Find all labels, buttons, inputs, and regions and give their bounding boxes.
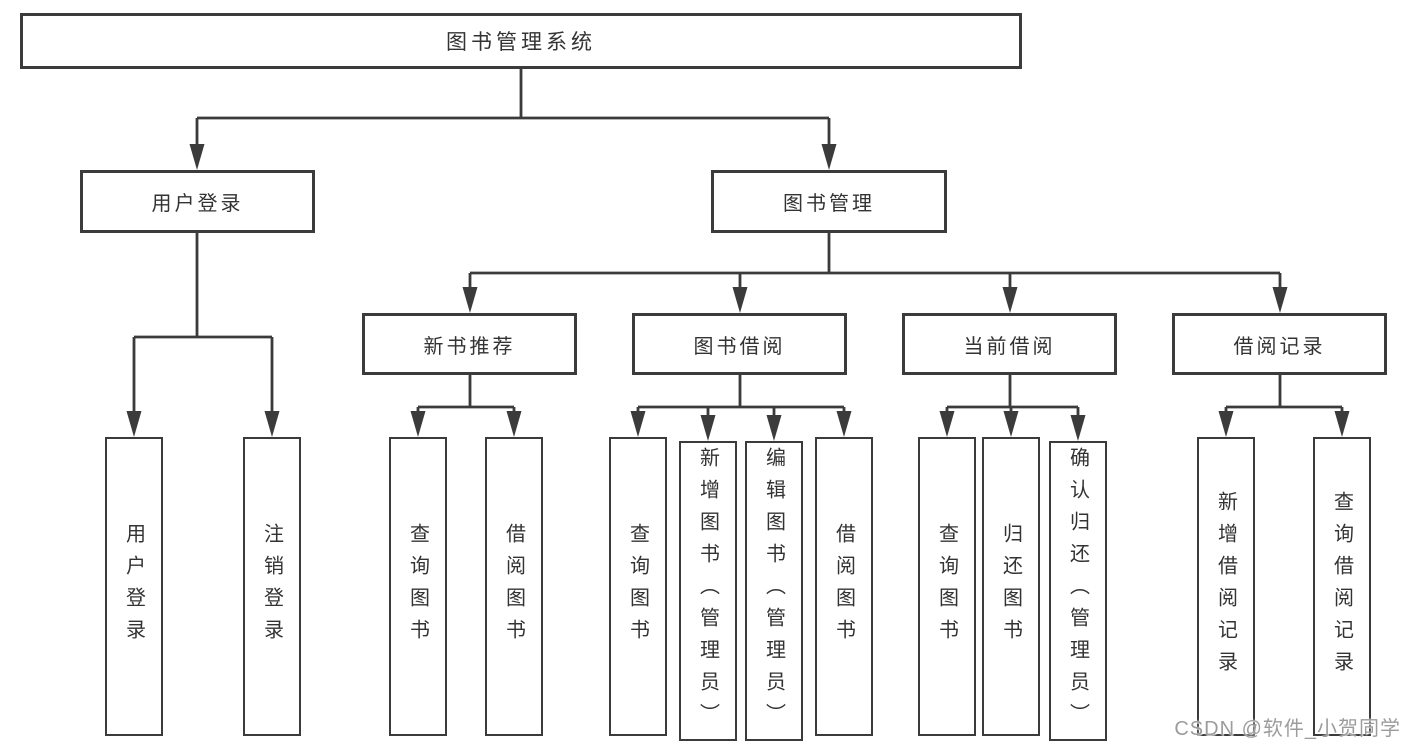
node-user-login-leaf: 用户登录 <box>105 437 163 736</box>
node-borrow-book-leaf: 借阅图书 <box>815 437 873 736</box>
arrowhead-icon <box>732 287 748 313</box>
arrowhead-icon <box>1003 411 1019 437</box>
arrowhead-icon <box>189 144 205 170</box>
node-label: 图书借阅 <box>693 335 786 358</box>
node-query-borrow-record-leaf: 查询借阅记录 <box>1313 437 1371 736</box>
node-label: 用户登录 <box>122 522 145 651</box>
arrowhead-icon <box>939 411 955 437</box>
arrowhead-icon <box>462 287 478 313</box>
csdn-watermark: CSDN @软件_小贺同学 <box>1174 718 1401 740</box>
node-label: 查询图书 <box>626 522 649 651</box>
arrowhead-icon <box>700 415 716 441</box>
arrowhead-icon <box>126 411 142 437</box>
arrowhead-icon <box>1334 411 1350 437</box>
node-label: 注销登录 <box>260 522 283 651</box>
arrowhead-icon <box>410 411 426 437</box>
arrowhead-icon <box>1070 415 1086 441</box>
arrowhead-icon <box>630 411 646 437</box>
node-label: 新增图书（管理员） <box>696 447 719 735</box>
node-label: 归还图书 <box>999 522 1022 651</box>
connector-lines <box>132 69 1344 419</box>
node-label: 图书管理 <box>783 193 875 215</box>
node-label: 借阅图书 <box>502 522 525 651</box>
arrowhead-icon <box>1002 287 1018 313</box>
arrowhead-icon <box>1218 411 1234 437</box>
node-current-borrowing: 当前借阅 <box>902 313 1117 375</box>
node-label: 借阅图书 <box>832 522 855 651</box>
node-book-borrowing: 图书借阅 <box>632 313 847 375</box>
node-return-book-leaf: 归还图书 <box>982 437 1040 736</box>
node-label: 新书推荐 <box>423 335 516 358</box>
node-borrowing-records: 借阅记录 <box>1172 313 1387 375</box>
node-query-book-borrowing-leaf: 查询图书 <box>609 437 667 736</box>
node-query-book-current-leaf: 查询图书 <box>918 437 976 736</box>
node-label: 编辑图书（管理员） <box>762 447 785 735</box>
node-library-management-system: 图书管理系统 <box>20 13 1022 69</box>
node-add-borrow-record-leaf: 新增借阅记录 <box>1197 437 1255 736</box>
node-query-book-recommendation-leaf: 查询图书 <box>389 437 447 736</box>
node-new-book-recommendation: 新书推荐 <box>362 313 577 375</box>
arrowhead-icon <box>836 411 852 437</box>
arrowhead-icon <box>766 415 782 441</box>
node-edit-book-admin-leaf: 编辑图书（管理员） <box>745 441 803 741</box>
node-label: 查询图书 <box>935 522 958 651</box>
node-confirm-return-admin-leaf: 确认归还（管理员） <box>1049 441 1107 741</box>
node-add-book-admin-leaf: 新增图书（管理员） <box>679 441 737 741</box>
arrowhead-icon <box>821 144 837 170</box>
node-label: 当前借阅 <box>963 335 1056 358</box>
node-label: 图书管理系统 <box>446 31 596 54</box>
node-book-management-branch: 图书管理 <box>711 170 947 233</box>
node-logout-leaf: 注销登录 <box>243 437 301 736</box>
arrowhead-icon <box>506 411 522 437</box>
arrowheads <box>126 144 1350 441</box>
node-label: 借阅记录 <box>1233 335 1326 358</box>
node-label: 用户登录 <box>151 193 244 215</box>
arrowhead-icon <box>1272 287 1288 313</box>
node-borrow-book-recommendation-leaf: 借阅图书 <box>485 437 543 736</box>
node-label: 新增借阅记录 <box>1214 490 1237 683</box>
node-label: 查询借阅记录 <box>1330 490 1353 683</box>
node-label: 查询图书 <box>406 522 429 651</box>
node-label: 确认归还（管理员） <box>1066 447 1089 735</box>
node-user-login-branch: 用户登录 <box>80 170 315 233</box>
arrowhead-icon <box>264 411 280 437</box>
